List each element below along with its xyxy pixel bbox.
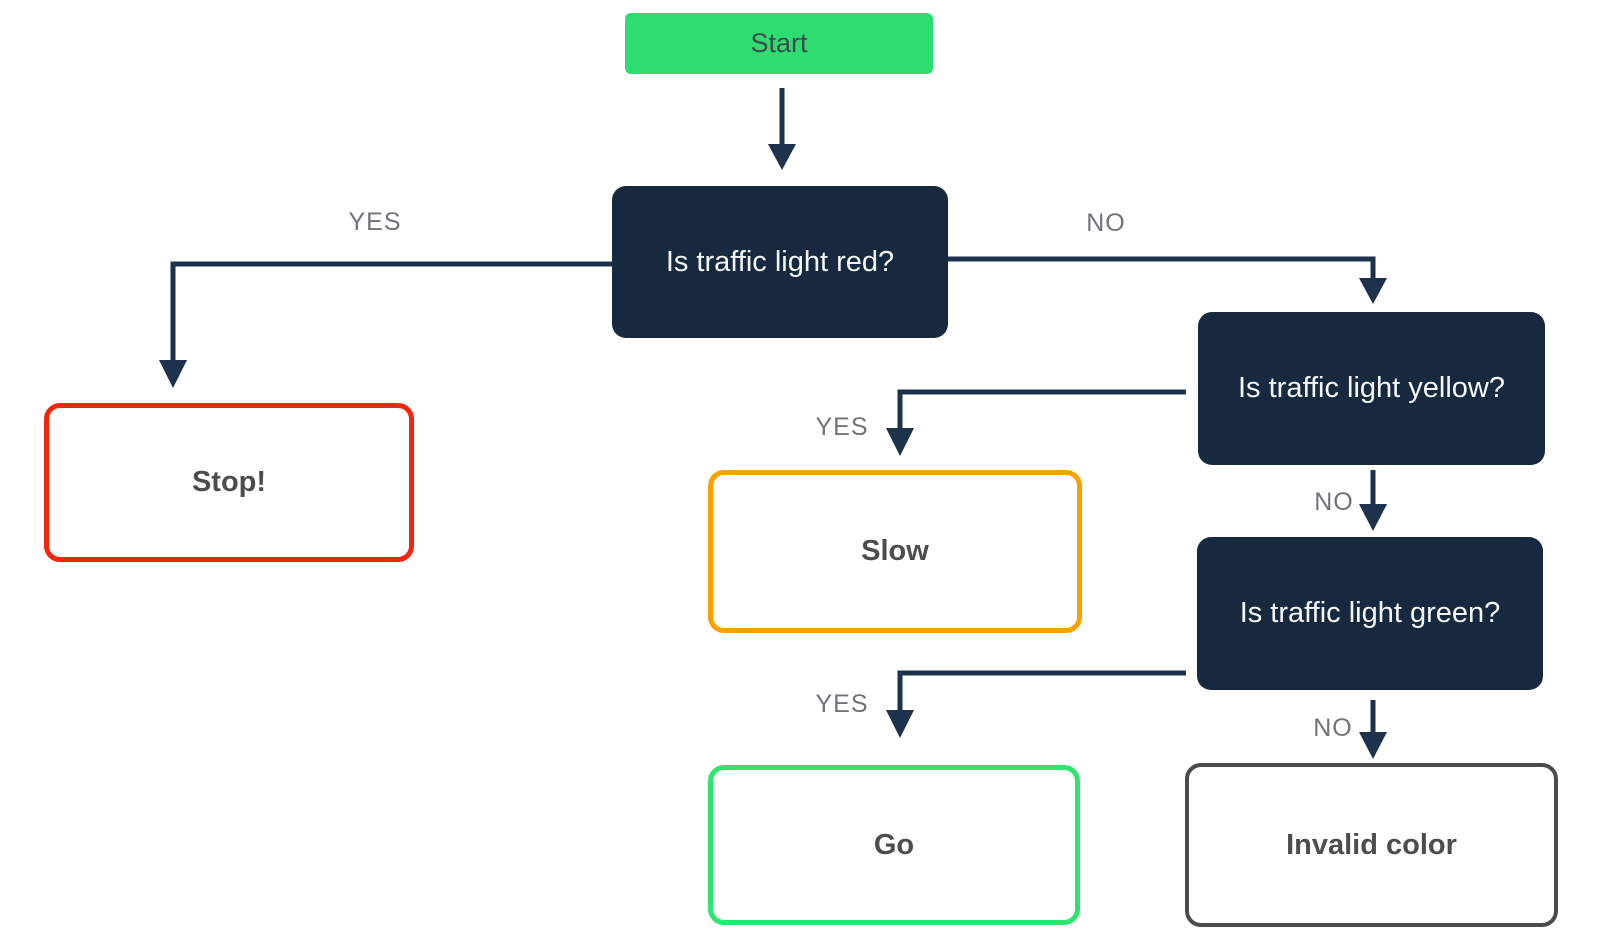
node-result-slow: Slow bbox=[708, 470, 1082, 633]
edge-yellow-yes-to-slow bbox=[897, 389, 1186, 430]
edge-label-yellow-no: NO bbox=[1314, 487, 1354, 516]
node-question-red-label: Is traffic light red? bbox=[665, 245, 895, 278]
edge-red-no-arrowhead bbox=[1359, 278, 1387, 304]
edge-red-yes-arrowhead bbox=[159, 360, 187, 388]
edge-red-yes-to-stop bbox=[170, 261, 612, 362]
edge-label-red-no: NO bbox=[1086, 208, 1126, 237]
edge-label-yellow-yes: YES bbox=[815, 412, 869, 441]
node-question-yellow: Is traffic light yellow? bbox=[1198, 312, 1545, 465]
node-result-invalid-label: Invalid color bbox=[1286, 828, 1457, 861]
node-question-red: Is traffic light red? bbox=[612, 186, 948, 338]
edge-label-green-yes: YES bbox=[815, 689, 869, 718]
edge-red-no-to-yellow bbox=[948, 256, 1376, 280]
node-result-stop-label: Stop! bbox=[191, 466, 267, 498]
node-question-green-label: Is traffic light green? bbox=[1239, 597, 1501, 629]
node-result-slow-label: Slow bbox=[861, 535, 929, 567]
node-question-yellow-label: Is traffic light yellow? bbox=[1237, 372, 1506, 404]
edge-start-to-red-arrowhead bbox=[768, 144, 796, 170]
edge-label-red-yes: YES bbox=[348, 207, 402, 236]
node-result-stop: Stop! bbox=[44, 403, 414, 562]
node-result-invalid: Invalid color bbox=[1185, 763, 1558, 927]
node-start: Start bbox=[625, 13, 933, 74]
node-question-green: Is traffic light green? bbox=[1197, 537, 1543, 690]
node-result-go-label: Go bbox=[873, 828, 915, 861]
node-result-go: Go bbox=[708, 765, 1080, 925]
edge-label-green-no: NO bbox=[1313, 713, 1353, 742]
node-start-label: Start bbox=[750, 28, 808, 58]
edge-green-yes-to-go bbox=[897, 670, 1186, 712]
